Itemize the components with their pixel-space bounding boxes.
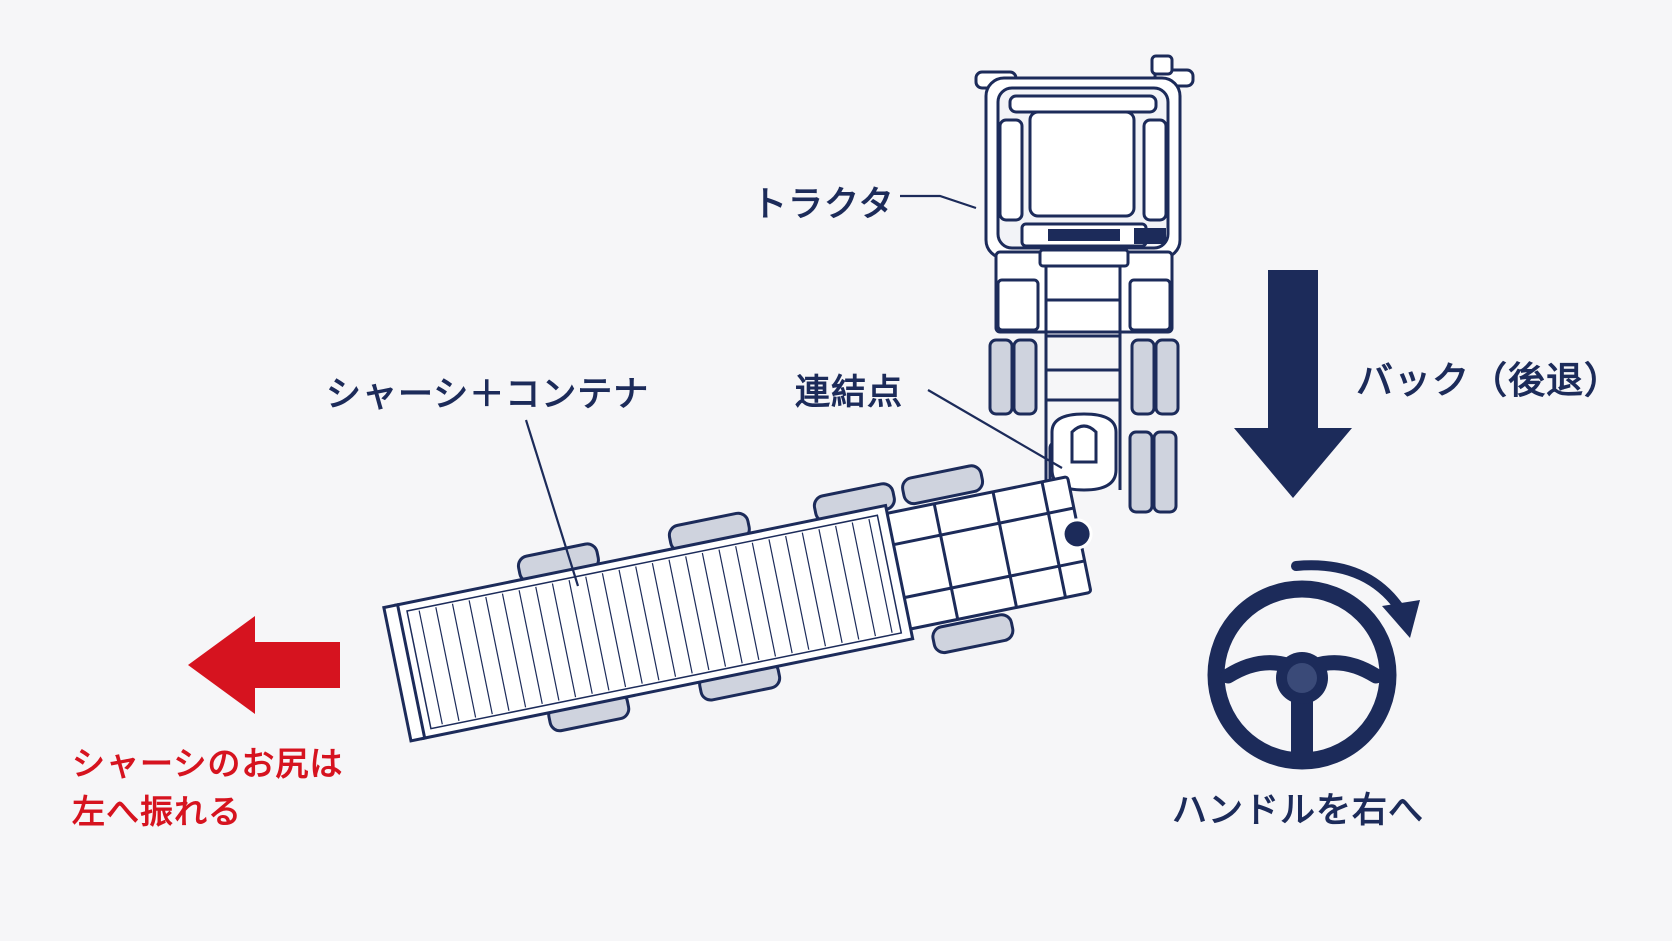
container-rib xyxy=(635,566,660,681)
container-rib xyxy=(435,607,460,721)
tractor-label: トラクタ xyxy=(752,185,895,225)
swing-label-line2: 左へ振れる xyxy=(72,792,242,831)
container-rib xyxy=(568,579,593,694)
container-rib xyxy=(701,552,727,667)
arrow-down-icon xyxy=(1234,270,1352,498)
container-rib xyxy=(651,563,677,677)
steering-wheel-icon xyxy=(1207,580,1397,770)
coupling-point-label: 連結点 xyxy=(795,373,904,413)
container-rib xyxy=(801,532,827,647)
container-rib xyxy=(768,539,793,654)
arrow-left-icon xyxy=(188,616,340,714)
container-rib xyxy=(618,569,643,684)
trailer-wheels xyxy=(516,464,1015,733)
coupling-pin xyxy=(1061,518,1093,550)
container-rib xyxy=(518,590,543,705)
container-rib xyxy=(585,576,610,691)
container-rib xyxy=(601,573,627,688)
container-rib xyxy=(485,596,510,711)
curved-arrow-right-icon xyxy=(1291,560,1420,638)
container-rib xyxy=(785,535,810,650)
tractor-illustration xyxy=(974,54,1195,514)
leader-chassis xyxy=(524,419,580,587)
swing-label: シャーシのお尻は 左へ振れる xyxy=(72,740,343,836)
container-rib xyxy=(668,559,693,674)
leader-coupling xyxy=(927,389,1063,469)
container-rib xyxy=(685,556,710,671)
container-rib xyxy=(851,522,877,637)
leader-tractor xyxy=(900,194,977,210)
steering-label: ハンドルを右へ xyxy=(1172,791,1425,831)
container-rib xyxy=(468,600,493,715)
container-rib xyxy=(835,525,860,640)
container-rib xyxy=(718,549,743,664)
chassis-container-label: シャーシ＋コンテナ xyxy=(326,375,650,415)
container-rib xyxy=(551,583,577,698)
container-rib xyxy=(751,542,777,657)
container-rib xyxy=(451,603,477,718)
container-rib xyxy=(735,546,760,660)
reverse-label: バック（後退） xyxy=(1356,359,1622,402)
trailer-illustration xyxy=(382,464,1093,743)
container-rib xyxy=(868,518,893,633)
container-rib xyxy=(818,529,843,644)
container-rib xyxy=(418,610,443,725)
container-body xyxy=(382,503,915,743)
container-rib xyxy=(535,586,560,701)
swing-label-line1: シャーシのお尻は xyxy=(72,744,344,783)
container-rib xyxy=(501,593,527,708)
leader-lines xyxy=(524,194,1063,587)
